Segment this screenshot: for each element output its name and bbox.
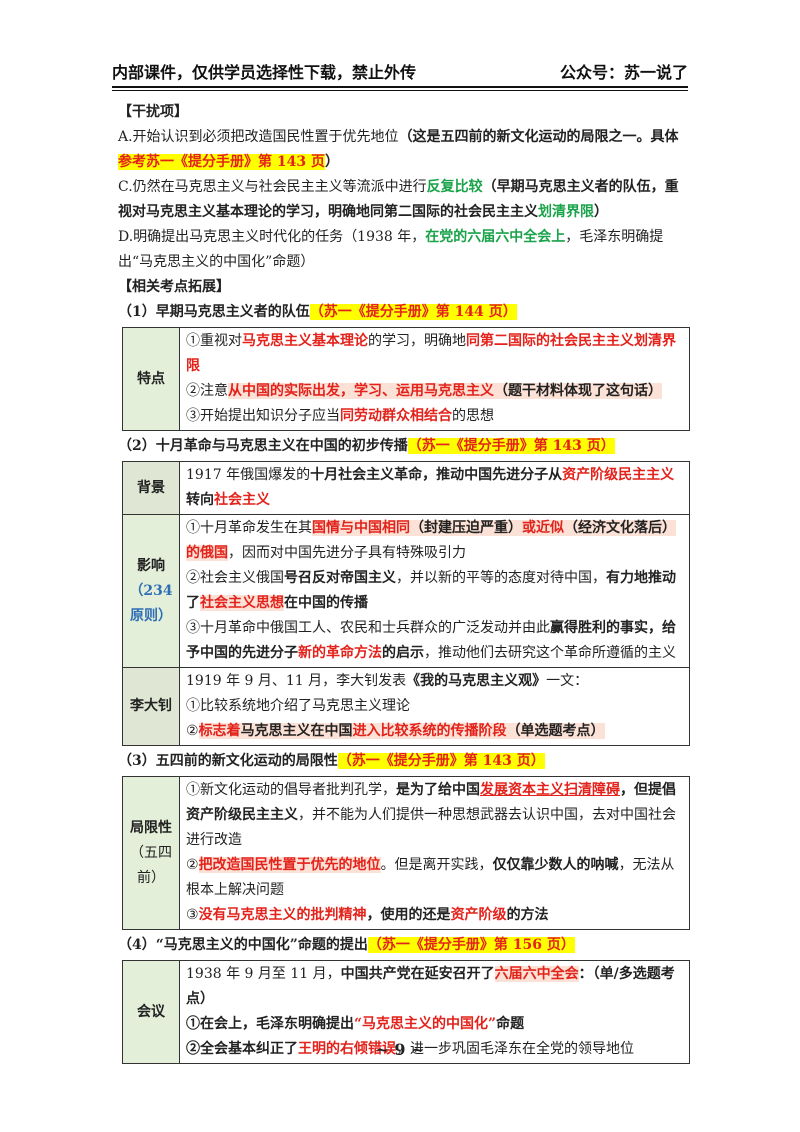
section-3-row-2: ②把改造国民性置于优先的地位。但是离开实践，仅仅靠少数人的呐喊，无法从根本上解决… — [186, 857, 675, 898]
section-2-background-content: 1917 年俄国爆发的十月社会主义革命，推动中国先进分子从资产阶级民主主义转向社… — [179, 461, 690, 515]
section-3-label: 局限性 （五四前） — [122, 776, 180, 930]
section-2-influence-sub: （234原则） — [129, 582, 173, 624]
section-1-label: 特点 — [122, 327, 180, 431]
page-header: 内部课件，仅供学员选择性下载，禁止外传 公众号：苏一说了 — [112, 58, 688, 84]
section-3-sub: （五四前） — [130, 844, 172, 886]
section-4-content: 1938 年 9 月至 11 月，中国共产党在延安召开了六届六中全会：（单/多选… — [179, 960, 690, 1064]
distractors-title: 【干扰项】 — [118, 104, 188, 120]
section-2-influence-label: 影响 （234原则） — [122, 514, 180, 668]
distractor-d: D.明确提出马克思主义时代化的任务（1938 年，在党的六届六中全会上，毛泽东明… — [118, 229, 664, 270]
page-content: 【干扰项】 A.开始认识到必须把改造国民性置于优先地位（这是五四前的新文化运动的… — [118, 100, 690, 1067]
extension-title: 【相关考点拓展】 — [118, 279, 230, 295]
section-2-li-row-1: 1919 年 9 月、11 月，李大钊发表《我的马克思主义观》一文： — [186, 673, 589, 689]
section-2-li-label: 李大钊 — [122, 667, 180, 746]
section-2-ref: （苏一《提分手册》第 143 页） — [407, 438, 615, 454]
section-1-row-1: ①重视对马克思主义基本理论的学习，明确地同第二国际的社会民主主义划清界限 — [186, 333, 676, 374]
section-2-influence-row-3: ③十月革命中俄国工人、农民和士兵群众的广泛发动并由此赢得胜利的事实，给予中国的先… — [186, 620, 676, 661]
section-3-title: （3）五四前的新文化运动的局限性（苏一《提分手册》第 143 页） — [118, 753, 545, 769]
section-1-row-3: ③开始提出知识分子应当同劳动群众相结合的思想 — [186, 408, 494, 424]
section-1-row-2: ②注意从中国的实际出发，学习、运用马克思主义（题干材料体现了这句话） — [186, 383, 662, 399]
section-2-background-label: 背景 — [122, 461, 180, 515]
page-number: ~ 9 ~ — [375, 1040, 425, 1059]
section-1-table: 特点 ①重视对马克思主义基本理论的学习，明确地同第二国际的社会民主主义划清界限 … — [122, 327, 690, 431]
section-2-influence-content: ①十月革命发生在其国情与中国相同（封建压迫严重）或近似（经济文化落后）的俄国，因… — [179, 514, 690, 668]
section-3-ref: （苏一《提分手册》第 143 页） — [337, 753, 545, 769]
section-2-li-row-2: ①比较系统地介绍了马克思主义理论 — [186, 698, 410, 714]
header-right-text: 公众号：苏一说了 — [559, 63, 688, 82]
section-2-li-row-3: ②标志着马克思主义在中国进入比较系统的传播阶段（单选题考点） — [186, 723, 605, 739]
header-left-text: 内部课件，仅供学员选择性下载，禁止外传 — [112, 63, 417, 82]
section-3-table: 局限性 （五四前） ①新文化运动的倡导者批判孔学，是为了给中国发展资本主义扫清障… — [122, 776, 690, 930]
section-4-row-2: ①在会上，毛泽东明确提出“马克思主义的中国化”命题 — [186, 1016, 525, 1032]
distractor-a: A.开始认识到必须把改造国民性置于优先地位（这是五四前的新文化运动的局限之一。具… — [118, 129, 679, 170]
section-4-table: 会议 1938 年 9 月至 11 月，中国共产党在延安召开了六届六中全会：（单… — [122, 960, 690, 1064]
section-2-title: （2）十月革命与马克思主义在中国的初步传播（苏一《提分手册》第 143 页） — [118, 438, 615, 454]
section-4-label: 会议 — [122, 960, 180, 1064]
section-1-content: ①重视对马克思主义基本理论的学习，明确地同第二国际的社会民主主义划清界限 ②注意… — [179, 327, 690, 431]
section-3-row-1: ①新文化运动的倡导者批判孔学，是为了给中国发展资本主义扫清障碍，但提倡资产阶级民… — [186, 782, 676, 848]
section-2-li-content: 1919 年 9 月、11 月，李大钊发表《我的马克思主义观》一文： ①比较系统… — [179, 667, 690, 746]
section-1-title: （1）早期马克思主义者的队伍（苏一《提分手册》第 144 页） — [118, 304, 517, 320]
section-1-ref: （苏一《提分手册》第 144 页） — [309, 304, 517, 320]
section-3-content: ①新文化运动的倡导者批判孔学，是为了给中国发展资本主义扫清障碍，但提倡资产阶级民… — [179, 776, 690, 930]
section-4-row-3: ②全会基本纠正了王明的右倾错误，进一步巩固毛泽东在全党的领导地位 — [186, 1041, 634, 1057]
header-divider-thin — [112, 90, 688, 91]
header-divider — [112, 86, 688, 88]
section-3-row-3: ③没有马克思主义的批判精神，使用的还是资产阶级的方法 — [186, 907, 549, 923]
section-2-influence-row-1: ①十月革命发生在其国情与中国相同（封建压迫严重）或近似（经济文化落后）的俄国，因… — [186, 520, 676, 561]
section-4-ref: （苏一《提分手册》第 156 页） — [367, 937, 575, 953]
section-2-influence-row-2: ②社会主义俄国号召反对帝国主义，并以新的平等的态度对待中国，有力地推动了社会主义… — [186, 570, 676, 611]
section-2-table: 背景 1917 年俄国爆发的十月社会主义革命，推动中国先进分子从资产阶级民主主义… — [122, 461, 690, 746]
section-4-row-1: 1938 年 9 月至 11 月，中国共产党在延安召开了六届六中全会：（单/多选… — [186, 966, 675, 1007]
distractor-c: C.仍然在马克思主义与社会民主主义等流派中进行反复比较（早期马克思主义者的队伍，… — [118, 179, 679, 220]
section-4-title: （4）“马克思主义的中国化”命题的提出（苏一《提分手册》第 156 页） — [118, 937, 575, 953]
